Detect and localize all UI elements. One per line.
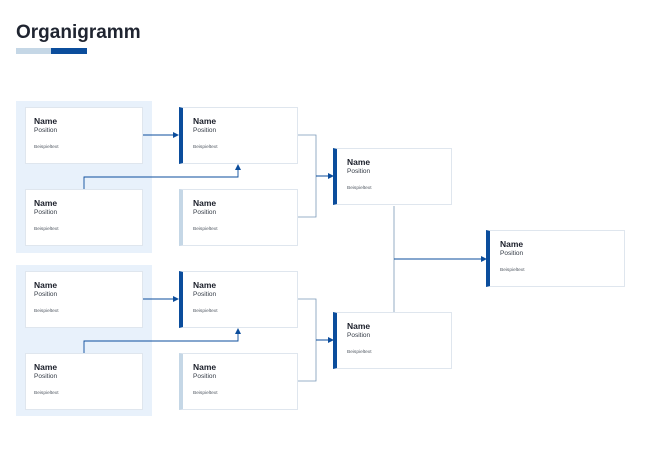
card-name: Name (193, 198, 217, 208)
card-name: Name (193, 116, 217, 126)
card-text: Beispieltext (500, 268, 525, 273)
card-text: Beispieltext (34, 309, 59, 314)
org-card[interactable]: Name Position Beispieltext (179, 271, 298, 328)
card-position: Position (193, 127, 217, 134)
card-text: Beispieltext (347, 186, 372, 191)
card-position: Position (34, 209, 58, 216)
card-position: Position (347, 332, 371, 339)
org-card[interactable]: Name Position Beispieltext (25, 271, 143, 328)
card-name: Name (347, 321, 371, 331)
card-name: Name (500, 239, 524, 249)
org-card[interactable]: Name Position Beispieltext (333, 312, 452, 369)
org-card[interactable]: Name Position Beispieltext (179, 107, 298, 164)
org-card[interactable]: Name Position Beispieltext (25, 353, 143, 410)
card-text: Beispieltext (34, 145, 59, 150)
card-name: Name (193, 280, 217, 290)
card-position: Position (193, 373, 217, 380)
card-name: Name (347, 157, 371, 167)
card-name: Name (193, 362, 217, 372)
page-title: Organigramm (16, 22, 141, 43)
card-position: Position (34, 373, 58, 380)
card-text: Beispieltext (193, 391, 218, 396)
card-name: Name (34, 116, 58, 126)
card-position: Position (34, 127, 58, 134)
card-text: Beispieltext (193, 309, 218, 314)
card-text: Beispieltext (193, 145, 218, 150)
connector-b3-b4-c2 (298, 298, 317, 382)
org-card[interactable]: Name Position Beispieltext (179, 353, 298, 410)
card-name: Name (34, 198, 58, 208)
card-position: Position (34, 291, 58, 298)
org-card[interactable]: Name Position Beispieltext (333, 148, 452, 205)
card-position: Position (500, 250, 524, 257)
org-card[interactable]: Name Position Beispieltext (179, 189, 298, 246)
card-text: Beispieltext (34, 391, 59, 396)
card-position: Position (193, 209, 217, 216)
org-card[interactable]: Name Position Beispieltext (25, 189, 143, 246)
card-position: Position (347, 168, 371, 175)
connector-a4-b3 (83, 328, 241, 353)
org-card[interactable]: Name Position Beispieltext (486, 230, 625, 287)
card-text: Beispieltext (34, 227, 59, 232)
card-text: Beispieltext (193, 227, 218, 232)
title-underline-dark (51, 48, 87, 54)
connector-b1-b2-c1 (298, 134, 317, 218)
card-name: Name (34, 362, 58, 372)
connector-a2-b1 (83, 164, 241, 189)
org-card[interactable]: Name Position Beispieltext (25, 107, 143, 164)
card-text: Beispieltext (347, 350, 372, 355)
title-underline (16, 48, 87, 54)
card-name: Name (34, 280, 58, 290)
title-underline-light (16, 48, 51, 54)
card-position: Position (193, 291, 217, 298)
